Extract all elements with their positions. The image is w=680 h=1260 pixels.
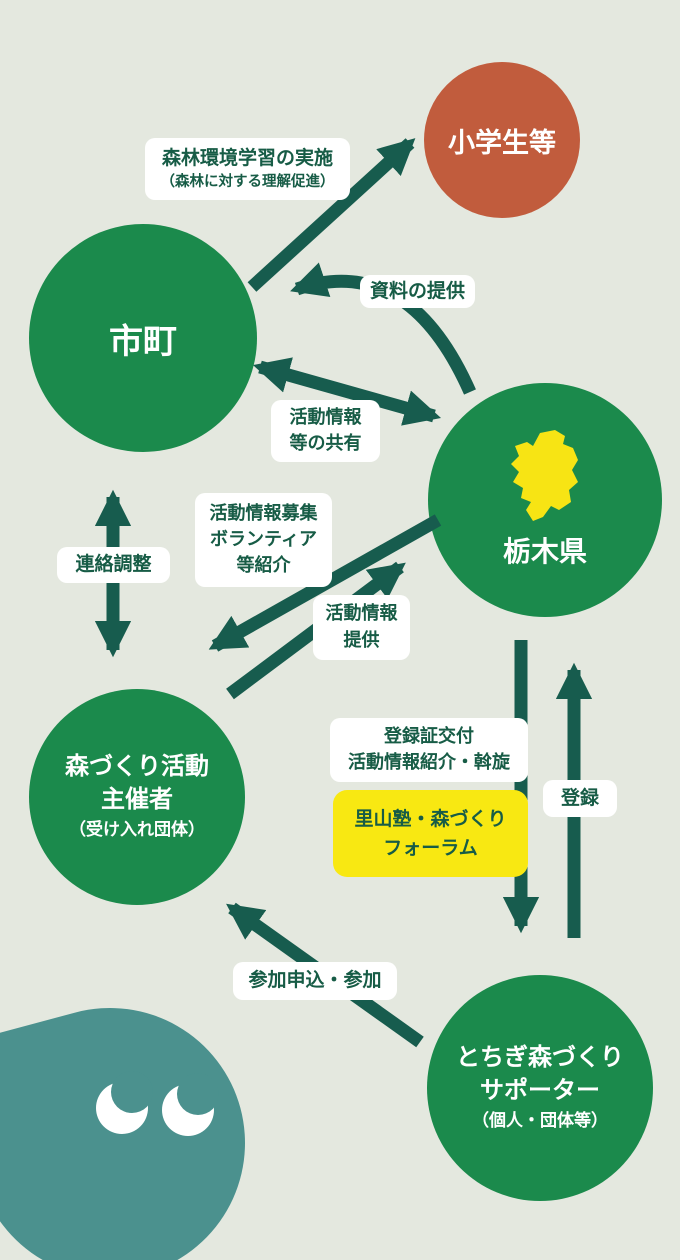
node-supporter-line2: サポーター <box>480 1076 600 1105</box>
node-forest-supporter: とちぎ森づくり サポーター （個人・団体等） <box>427 975 653 1201</box>
node-city-town: 市町 <box>29 224 257 452</box>
label-certificate-line1: 登録証交付 <box>384 725 474 747</box>
mascot-left-eye-icon <box>96 1071 153 1134</box>
node-organizer-line1: 森づくり活動 <box>65 751 209 780</box>
tochigi-prefecture-map-icon <box>511 430 578 521</box>
node-elementary-students: 小学生等 <box>424 62 580 218</box>
label-info-provision: 活動情報 提供 <box>313 595 410 660</box>
label-recruit-line3: 等紹介 <box>236 555 291 577</box>
node-prefecture-label: 栃木県 <box>502 535 587 568</box>
label-materials-provision: 資料の提供 <box>360 275 475 308</box>
node-city-label: 市町 <box>109 321 177 362</box>
label-info-provision-line2: 提供 <box>343 629 380 651</box>
node-elementary-label: 小学生等 <box>448 127 556 159</box>
label-recruit-intro: 活動情報募集 ボランティア 等紹介 <box>195 493 332 587</box>
label-registration: 登録 <box>543 780 617 817</box>
label-forum-line2: フォーラム <box>383 836 478 859</box>
node-activity-organizer: 森づくり活動 主催者 （受け入れ団体） <box>29 689 245 905</box>
label-forest-learning-line1: 森林環境学習の実施 <box>161 146 333 169</box>
node-organizer-line3: （受け入れ団体） <box>69 820 205 840</box>
label-forest-learning: 森林環境学習の実施 （森林に対する理解促進） <box>145 138 350 200</box>
label-certificate-line2: 活動情報紹介・斡旋 <box>348 752 510 773</box>
label-forest-learning-line2: （森林に対する理解促進） <box>160 174 335 191</box>
arrow-forest-learning <box>247 138 416 292</box>
node-organizer-line2: 主催者 <box>101 785 173 814</box>
label-info-provision-line1: 活動情報 <box>325 603 398 625</box>
label-info-sharing-line2: 等の共有 <box>289 433 362 454</box>
node-tochigi-prefecture: 栃木県 <box>428 383 662 617</box>
node-supporter-line1: とちぎ森づくり <box>456 1042 624 1071</box>
mascot-right-eye-icon <box>162 1073 219 1136</box>
label-recruit-line1: 活動情報募集 <box>209 502 318 524</box>
label-participation: 参加申込・参加 <box>233 962 397 1000</box>
node-supporter-line3: （個人・団体等） <box>472 1111 608 1131</box>
label-satoyama-forum: 里山塾・森づくり フォーラム <box>333 790 528 877</box>
label-liaison: 連絡調整 <box>57 547 170 583</box>
label-certificate-issue: 登録証交付 活動情報紹介・斡旋 <box>330 718 528 782</box>
label-recruit-line2: ボランティア <box>210 528 317 550</box>
arrow-info-sharing <box>252 357 442 426</box>
label-info-sharing: 活動情報 等の共有 <box>271 400 380 462</box>
label-forum-line1: 里山塾・森づくり <box>354 808 507 830</box>
label-info-sharing-line1: 活動情報 <box>289 406 362 428</box>
